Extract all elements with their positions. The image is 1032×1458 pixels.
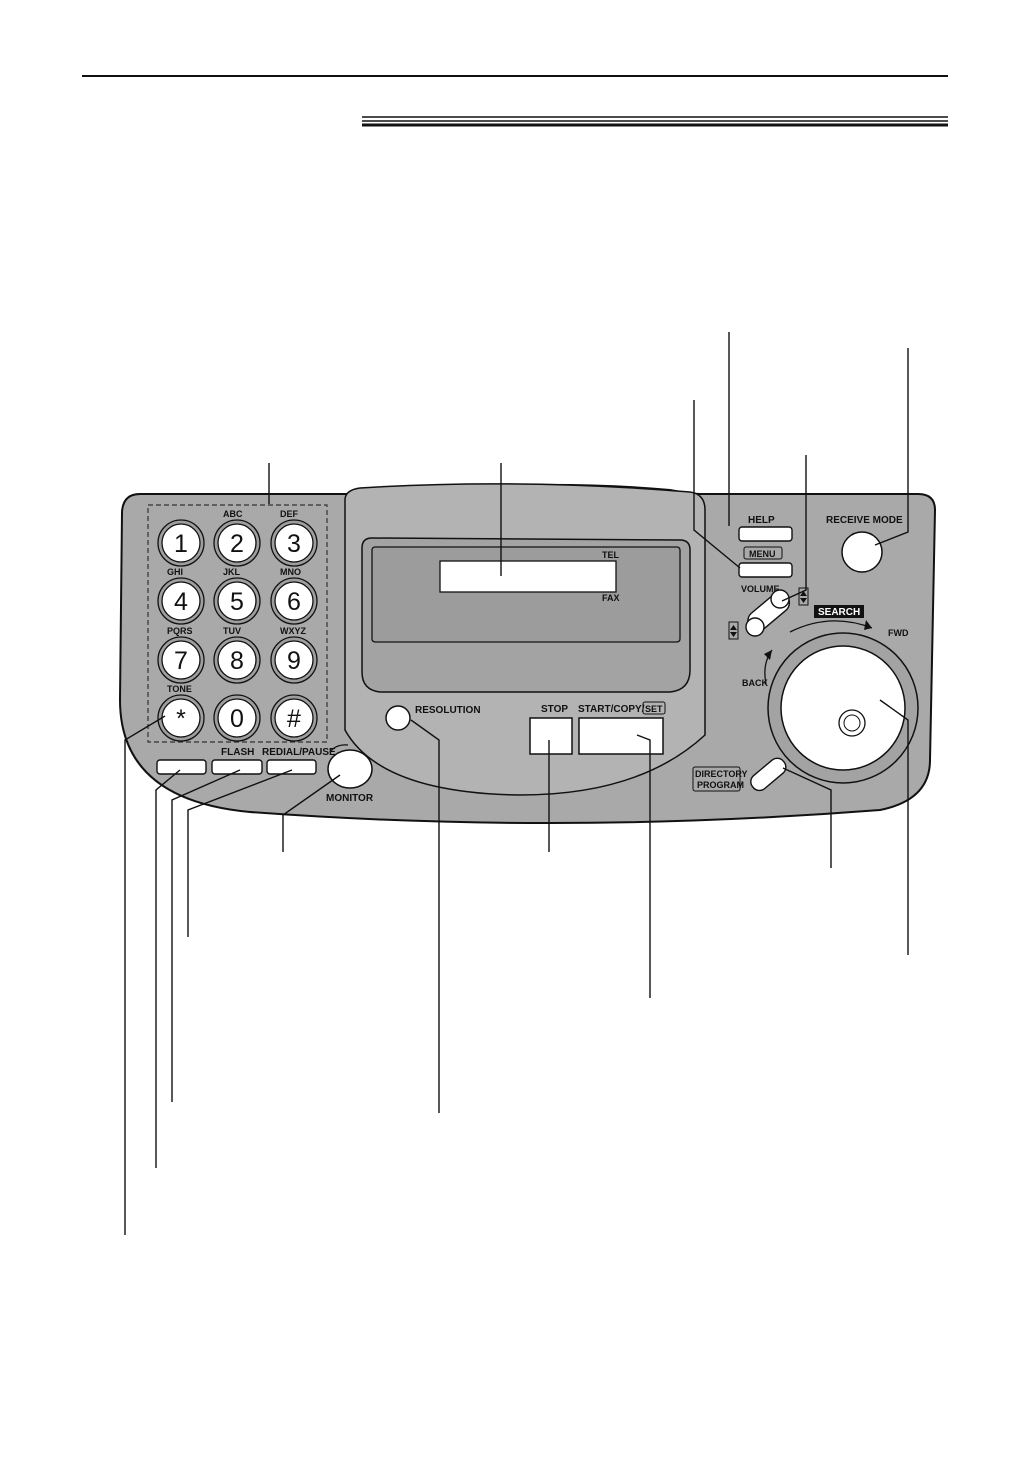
menu-button[interactable] bbox=[738, 562, 793, 578]
monitor-bezel bbox=[329, 744, 349, 753]
key-digit-label: 3 bbox=[287, 530, 301, 558]
search-label: SEARCH bbox=[818, 607, 860, 618]
key-2-button[interactable] bbox=[217, 523, 257, 563]
flash-button[interactable] bbox=[211, 759, 263, 775]
tel-label: TEL bbox=[602, 550, 620, 560]
unlabeled-button[interactable] bbox=[156, 759, 207, 775]
up-arrow-icon bbox=[800, 591, 807, 603]
monitor-label: MONITOR bbox=[326, 793, 374, 804]
redial-pause-button[interactable] bbox=[266, 759, 317, 775]
leader-lines bbox=[124, 332, 909, 1235]
resolution-label: RESOLUTION bbox=[415, 705, 481, 716]
key-digit-label: 8 bbox=[230, 647, 244, 675]
fwd-label: FWD bbox=[888, 628, 909, 638]
section-heading-rule bbox=[362, 116, 948, 127]
help-label: HELP bbox=[748, 515, 775, 526]
back-arrowhead-icon bbox=[764, 650, 772, 660]
volume-up-button[interactable] bbox=[770, 589, 790, 609]
set-label: SET bbox=[645, 704, 663, 714]
key-digit-label: 0 bbox=[230, 705, 244, 733]
search-dial[interactable] bbox=[780, 645, 906, 771]
key-digit-label: 1 bbox=[174, 530, 188, 558]
key-1-button[interactable] bbox=[161, 523, 201, 563]
volume-down-icon bbox=[728, 621, 739, 640]
down-arrow-icon bbox=[730, 625, 737, 637]
key-9-button[interactable] bbox=[274, 640, 314, 680]
fwd-arrowhead-icon bbox=[864, 620, 872, 630]
program-label: PROGRAM bbox=[697, 780, 744, 790]
key-letters-label: TONE bbox=[167, 684, 192, 694]
volume-down-button[interactable] bbox=[745, 617, 765, 637]
key-digit-label: 4 bbox=[174, 588, 188, 616]
keypad-frame bbox=[147, 504, 328, 743]
volume-up-icon bbox=[798, 587, 809, 606]
key-letters-label: MNO bbox=[280, 567, 301, 577]
key-letters-label: PQRS bbox=[167, 626, 193, 636]
flash-label: FLASH bbox=[221, 747, 254, 758]
key-digit-label: 7 bbox=[174, 647, 188, 675]
receive-mode-label: RECEIVE MODE bbox=[826, 515, 903, 526]
directory-label: DIRECTORY bbox=[695, 769, 748, 779]
start-copy-label: START/COPY/ bbox=[578, 704, 645, 715]
volume-label: VOLUME bbox=[741, 584, 780, 594]
stop-label: STOP bbox=[541, 704, 568, 715]
search-label-box bbox=[814, 605, 864, 618]
back-label: BACK bbox=[742, 678, 768, 688]
monitor-button[interactable] bbox=[327, 749, 373, 789]
fax-label: FAX bbox=[602, 593, 620, 603]
key-digit-label: 9 bbox=[287, 647, 301, 675]
fwd-arrow-icon bbox=[789, 620, 873, 633]
key-3-button[interactable] bbox=[274, 523, 314, 563]
key-digit-label: * bbox=[176, 705, 186, 733]
key-digit-label: # bbox=[287, 705, 301, 733]
start-copy-set-button[interactable] bbox=[578, 717, 664, 755]
help-button[interactable] bbox=[738, 526, 793, 542]
key-letters-label: WXYZ bbox=[280, 626, 307, 636]
key-letters-label: DEF bbox=[280, 509, 299, 519]
key-8-button[interactable] bbox=[217, 640, 257, 680]
key-digit-label: 2 bbox=[230, 530, 244, 558]
resolution-button[interactable] bbox=[385, 705, 411, 731]
stop-button[interactable] bbox=[529, 717, 573, 755]
search-dial-knob-inner bbox=[843, 714, 861, 732]
set-label-box bbox=[642, 701, 666, 715]
key-pound-button[interactable] bbox=[274, 698, 314, 738]
menu-label-box bbox=[743, 546, 783, 560]
key-0-button[interactable] bbox=[217, 698, 257, 738]
menu-label: MENU bbox=[749, 549, 776, 559]
key-4-button[interactable] bbox=[161, 581, 201, 621]
key-7-button[interactable] bbox=[161, 640, 201, 680]
keypad: 1 2 ABC 3 DEF 4 GHI 5 JKL 6 MNO 7 PQRS 8 TUV 9 WXYZ * TONE… bbox=[157, 509, 318, 742]
key-5-button[interactable] bbox=[217, 581, 257, 621]
key-letters-label: GHI bbox=[167, 567, 183, 577]
key-digit-label: 6 bbox=[287, 588, 301, 616]
key-letters-label: TUV bbox=[223, 626, 241, 636]
redial-pause-label: REDIAL/PAUSE bbox=[262, 747, 336, 758]
key-digit-label: 5 bbox=[230, 588, 244, 616]
lcd-display bbox=[439, 560, 617, 593]
key-letters-label: JKL bbox=[223, 567, 241, 577]
directory-program-button[interactable] bbox=[748, 755, 790, 794]
key-letters-label: ABC bbox=[223, 509, 243, 519]
directory-program-label-box bbox=[692, 766, 741, 792]
key-6-button[interactable] bbox=[274, 581, 314, 621]
receive-mode-button[interactable] bbox=[841, 531, 883, 573]
